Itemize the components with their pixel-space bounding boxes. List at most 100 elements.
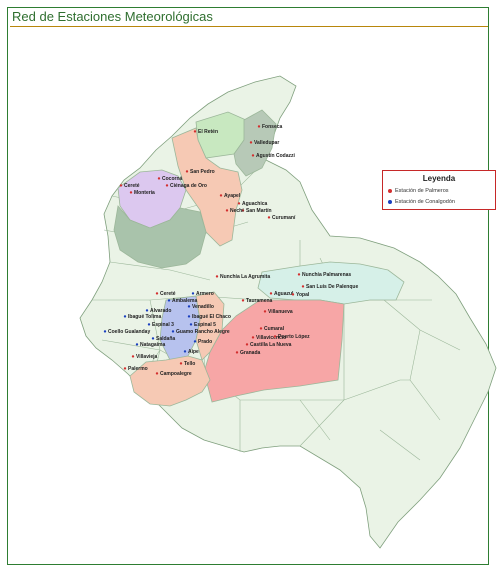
station-marker [273, 335, 277, 338]
red-dot-icon [388, 188, 392, 193]
station-marker [151, 337, 155, 340]
station-label: Nunchía La Agrumita [220, 274, 270, 280]
station-label: Prado [198, 339, 212, 345]
station-marker [123, 367, 127, 370]
station-label: Montería [134, 190, 155, 196]
station-label: Agustín Codazzi [256, 153, 295, 159]
station-marker [267, 216, 271, 219]
station-label: Yopal [296, 292, 310, 298]
station-marker [185, 170, 189, 173]
blue-dot-icon [388, 199, 392, 204]
station-label: Nunchía Palmarenas [302, 272, 351, 278]
station-label: Espinal 5 [194, 322, 216, 328]
station-marker [193, 130, 197, 133]
legend-item-label: Estación de Palmeros [395, 188, 449, 194]
station-label: San Luis De Palenque [306, 284, 358, 290]
station-label: Castilla La Nueva [250, 342, 292, 348]
station-label: Curumaní [272, 215, 296, 221]
station-label: Ibagué El Chaco [192, 314, 231, 320]
station-marker [257, 125, 261, 128]
station-label: Saldaña [156, 336, 175, 342]
legend-item-label: Estación de Conalgodón [395, 199, 455, 205]
region-pink-north [171, 127, 243, 247]
title-divider [10, 26, 488, 27]
region-pink-south [129, 355, 211, 407]
station-label: Palermo [128, 366, 148, 372]
station-label: Armero [196, 291, 214, 297]
station-marker [129, 191, 133, 194]
station-marker [103, 330, 107, 333]
station-marker [237, 202, 241, 205]
station-label: Villavieja [136, 354, 158, 360]
station-label: Guamo Rancho Alegre [176, 329, 230, 335]
station-label: Fonseca [262, 124, 283, 130]
station-label: Valledupar [254, 140, 279, 146]
station-marker [119, 184, 123, 187]
station-marker [179, 362, 183, 365]
page-title: Red de Estaciones Meteorológicas [12, 9, 213, 24]
station-label: El Retén [198, 129, 218, 135]
station-marker [157, 177, 161, 180]
station-label: Venadillo [192, 304, 214, 310]
station-marker [171, 330, 175, 333]
station-label: Cocorná [162, 176, 183, 182]
station-label: Coello Gualanday [108, 329, 150, 335]
station-marker [291, 293, 295, 296]
station-marker [263, 310, 267, 313]
station-marker [183, 350, 187, 353]
station-marker [251, 154, 255, 157]
station-marker [269, 292, 273, 295]
station-marker [155, 372, 159, 375]
station-marker [189, 323, 193, 326]
legend-item-palmeros: Estación de Palmeros [388, 188, 449, 194]
station-marker [301, 285, 305, 288]
station-label: San Pedro [190, 169, 215, 175]
region-pink-mid [195, 291, 225, 361]
station-marker [147, 323, 151, 326]
station-label: Aguazul [274, 291, 294, 297]
station-marker [193, 340, 197, 343]
region-darkgreen [113, 205, 207, 269]
station-label: Cereté [160, 291, 176, 297]
station-label: Ayapel [224, 193, 241, 199]
station-marker [123, 315, 127, 318]
station-label: Tauramena [246, 298, 273, 304]
legend-item-conalgodon: Estación de Conalgodón [388, 199, 455, 205]
station-label: Nechí [230, 208, 244, 214]
legend-title: Leyenda [422, 174, 456, 183]
station-marker [249, 141, 253, 144]
station-marker [245, 343, 249, 346]
station-marker [165, 184, 169, 187]
station-marker [241, 209, 245, 212]
region-mint [257, 261, 405, 305]
station-label: Ibagué Tolima [128, 314, 161, 320]
station-label: Villanueva [268, 309, 293, 315]
station-label: Alvarado [150, 308, 171, 314]
station-marker [131, 355, 135, 358]
station-label: Granada [240, 350, 261, 356]
station-label: Cumaral [264, 326, 285, 332]
station-marker [215, 275, 219, 278]
station-marker [187, 315, 191, 318]
station-marker [191, 292, 195, 295]
station-label: Aguachica [242, 201, 268, 207]
station-label: Villavicencio [256, 335, 286, 341]
station-label: Aipe [188, 349, 199, 355]
region-salmon [203, 299, 345, 403]
station-label: San Martín [246, 208, 272, 214]
station-marker [219, 194, 223, 197]
region-gray [233, 109, 277, 177]
station-label: Campoalegre [160, 371, 192, 377]
station-marker [135, 343, 139, 346]
station-label: Natagaima [140, 342, 166, 348]
station-marker [241, 299, 245, 302]
station-marker [225, 209, 229, 212]
map-legend: Leyenda Estación de Palmeros Estación de… [382, 170, 496, 210]
station-marker [297, 273, 301, 276]
station-label: Ciénaga de Oro [170, 183, 207, 189]
station-label: Puerto López [278, 334, 310, 340]
station-marker [251, 336, 255, 339]
station-marker [155, 292, 159, 295]
station-marker [235, 351, 239, 354]
